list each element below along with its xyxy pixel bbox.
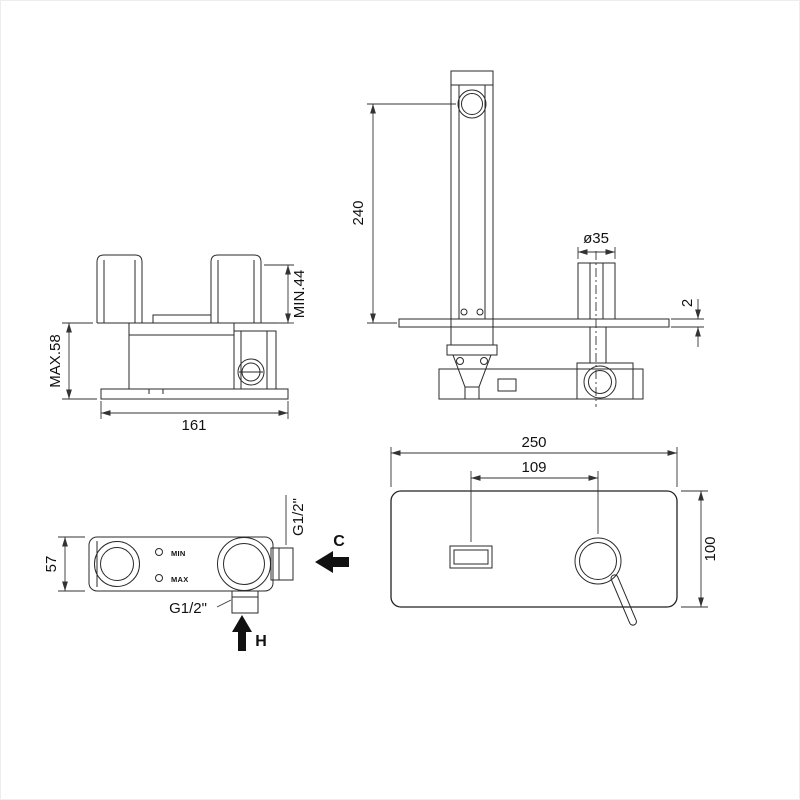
bottom-outlet (231, 590, 259, 614)
side-outlet (270, 547, 294, 581)
side-view: MAX.58 MIN.44 161 (47, 254, 308, 434)
spout-top-cap (450, 70, 494, 86)
wall-plate-edge (398, 318, 670, 328)
handle-base-circle (574, 537, 622, 585)
valve-screw-circle (237, 358, 265, 386)
dim-label-body-depth: 57 (43, 556, 60, 573)
handle-valve-box (576, 362, 634, 400)
dim-label-body-width: 161 (181, 417, 206, 434)
left-cylinder-outline (96, 254, 143, 323)
handle-lever (610, 574, 637, 626)
mixer-body-outline (128, 322, 235, 390)
base-plate-outline (100, 388, 289, 400)
handle-cylinder-outline (577, 262, 616, 320)
hot-flow-arrow-icon (232, 615, 252, 651)
adjust-screw-bottom (155, 574, 163, 582)
left-port-circle (94, 541, 140, 587)
front-view: 240 ø35 2 (350, 70, 704, 407)
dim-label-spout-height: 240 (350, 200, 367, 225)
right-cylinder-outline (210, 254, 262, 323)
mounting-bracket-outline (438, 368, 644, 400)
label-hot: H (255, 633, 267, 650)
spout-outlet-rect (449, 545, 493, 569)
thread-label-side: G1/2" (290, 498, 307, 536)
dim-label-max-height: MAX.58 (47, 334, 64, 387)
cold-flow-arrow-icon (315, 551, 349, 573)
label-max: MAX (171, 575, 189, 584)
spout-valve-funnel (452, 354, 492, 388)
label-min: MIN (171, 549, 186, 558)
dim-label-spout-to-handle: 109 (521, 459, 546, 476)
cartridge-circle (217, 537, 271, 591)
face-plate-outline (390, 490, 678, 608)
handle-valve-circle (583, 365, 617, 399)
top-view: MIN MAX 57 G1/2" C G1/2" H (43, 495, 349, 651)
plate-view: 250 109 100 (390, 434, 719, 626)
rough-in-body-outline (88, 536, 274, 592)
label-cold: C (333, 533, 345, 550)
adjust-screw-top (155, 548, 163, 556)
dim-label-handle-diameter: ø35 (583, 230, 609, 247)
thread-label-bottom: G1/2" (169, 600, 207, 617)
dim-label-min-height: MIN.44 (291, 270, 308, 318)
dim-label-plate-width: 250 (521, 434, 546, 451)
dim-label-plate-height: 100 (702, 536, 719, 561)
dim-label-plate-thickness: 2 (679, 299, 696, 307)
spout-aerator-circle (457, 89, 487, 119)
